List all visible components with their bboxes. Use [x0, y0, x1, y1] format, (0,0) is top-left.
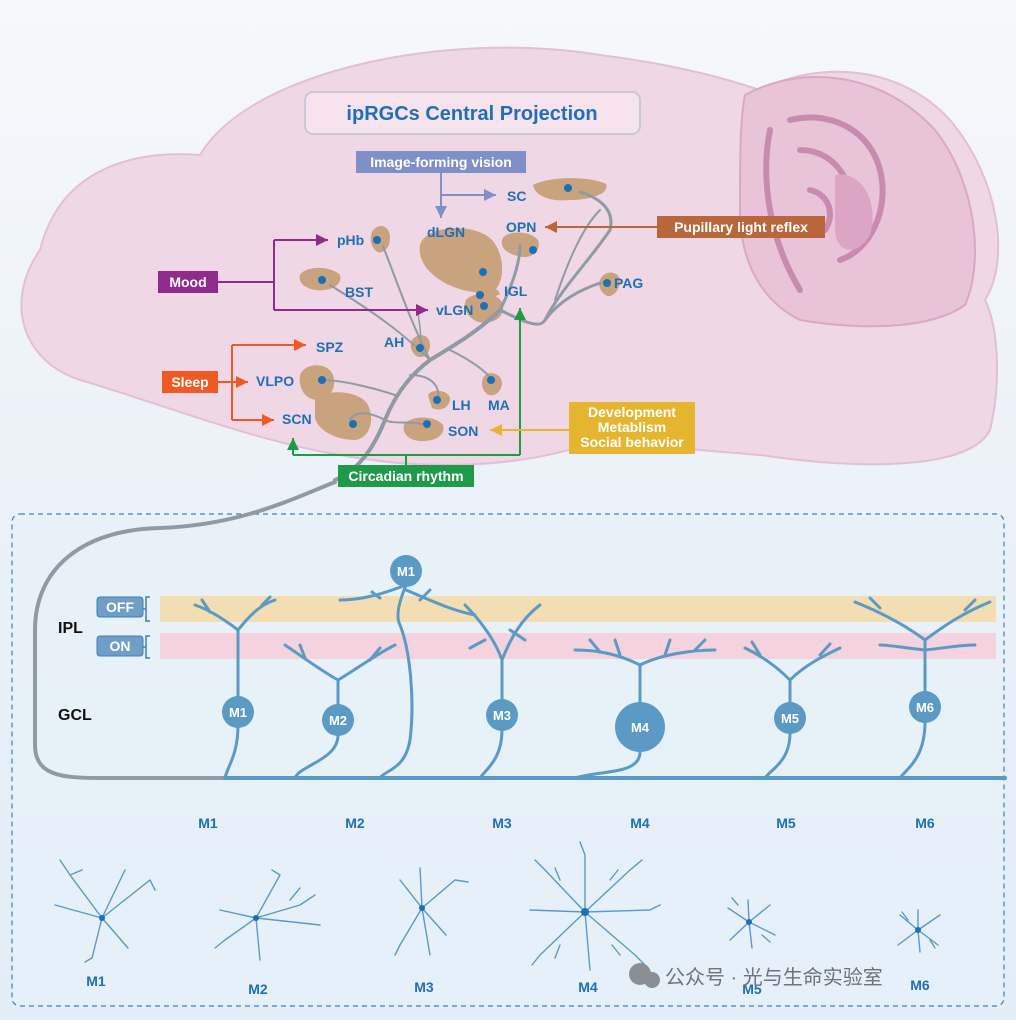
title-box [304, 91, 641, 135]
morph-label-m5: M5 [742, 981, 762, 997]
layer-brackets [143, 596, 150, 659]
morph-m4 [529, 841, 661, 971]
arrows-sleep [218, 339, 306, 426]
region-ma [482, 373, 502, 396]
soma-label-m6: M6 [916, 700, 934, 715]
watermark: 公众号 · 光与生命实验室 [629, 963, 883, 989]
somata [222, 555, 941, 752]
label-dlgn: dLGN [427, 224, 465, 240]
off-band [160, 596, 996, 622]
text-social-behavior: Social behavior [580, 434, 684, 450]
axon-tree [321, 190, 613, 482]
soma-label-m1-displaced: M1 [397, 564, 415, 579]
on-label: ON [110, 638, 131, 654]
box-image-forming [356, 151, 526, 173]
box-pupillary [657, 216, 825, 238]
soma-label-m1: M1 [229, 705, 247, 720]
label-son: SON [448, 423, 478, 439]
morph-m2 [214, 869, 321, 961]
column-label-m6: M6 [915, 815, 935, 831]
text-development: Development [588, 404, 676, 420]
soma-m3 [486, 699, 518, 731]
label-scn: SCN [282, 411, 312, 427]
gcl-label: GCL [58, 707, 92, 724]
soma-label-m5: M5 [781, 711, 799, 726]
morph-m6 [897, 909, 941, 953]
soma-label-m4: M4 [631, 720, 650, 735]
morph-m3 [394, 867, 469, 956]
on-tag [96, 635, 144, 657]
label-lh: LH [452, 397, 471, 413]
label-ah: AH [384, 334, 404, 350]
label-ma: MA [488, 397, 510, 413]
label-spz: SPZ [316, 339, 344, 355]
column-label-m4: M4 [630, 815, 650, 831]
label-igl: IGL [504, 283, 528, 299]
morphologies [54, 841, 941, 971]
column-label-m2: M2 [345, 815, 365, 831]
label-sc: SC [507, 188, 526, 204]
label-pag: PAG [614, 275, 643, 291]
morph-label-m2: M2 [248, 981, 268, 997]
morph-label-m6: M6 [910, 977, 930, 993]
morph-somata [99, 905, 921, 933]
off-label: OFF [106, 599, 134, 615]
ipl-label: IPL [58, 620, 83, 637]
morph-m1 [54, 859, 156, 963]
cerebellum-inner [835, 174, 873, 250]
box-mood [158, 271, 218, 293]
text-mood: Mood [169, 274, 206, 290]
column-label-m5: M5 [776, 815, 796, 831]
region-scn [315, 392, 372, 440]
column-label-m1: M1 [198, 815, 218, 831]
morph-label-m3: M3 [414, 979, 434, 995]
box-sleep [162, 371, 218, 393]
soma-label-m3: M3 [493, 708, 511, 723]
cerebellum-folia [763, 114, 886, 293]
arrows-image-forming [435, 173, 496, 218]
region-dots [318, 184, 611, 428]
morph-label-m1: M1 [86, 973, 106, 989]
retinal-neurons [193, 583, 992, 780]
text-circadian: Circadian rhythm [348, 468, 463, 484]
box-circadian [338, 465, 474, 487]
region-dlgn [419, 228, 503, 293]
retina-panel [11, 513, 1005, 1007]
column-label-m3: M3 [492, 815, 512, 831]
morph-label-m4: M4 [578, 979, 598, 995]
text-metablism: Metablism [598, 419, 666, 435]
soma-m2 [322, 704, 354, 736]
watermark-text: 公众号 · 光与生命实验室 [665, 966, 883, 989]
label-bst: BST [345, 284, 373, 300]
soma-m4 [615, 702, 665, 752]
text-sleep: Sleep [171, 374, 208, 390]
text-pupillary: Pupillary light reflex [674, 219, 808, 235]
soma-m6 [909, 691, 941, 723]
label-phb: pHb [337, 232, 364, 248]
box-other-functions [569, 402, 695, 454]
diagram-title: ipRGCs Central Projection [346, 103, 597, 125]
label-vlgn: vLGN [436, 302, 473, 318]
soma-label-m2: M2 [329, 713, 347, 728]
off-tag [96, 596, 144, 618]
wechat-icon-small [644, 972, 660, 988]
text-image-forming: Image-forming vision [370, 154, 512, 170]
arrows-mood [218, 234, 428, 316]
region-son [403, 417, 444, 442]
region-igl [470, 286, 500, 297]
morph-m5 [727, 897, 776, 949]
label-vlpo: VLPO [256, 373, 294, 389]
soma-m1-displaced [390, 555, 422, 587]
soma-m5 [774, 702, 806, 734]
region-spz [299, 365, 335, 400]
label-opn: OPN [506, 219, 536, 235]
optic-nerve [33, 480, 1007, 780]
soma-m1 [222, 696, 254, 728]
